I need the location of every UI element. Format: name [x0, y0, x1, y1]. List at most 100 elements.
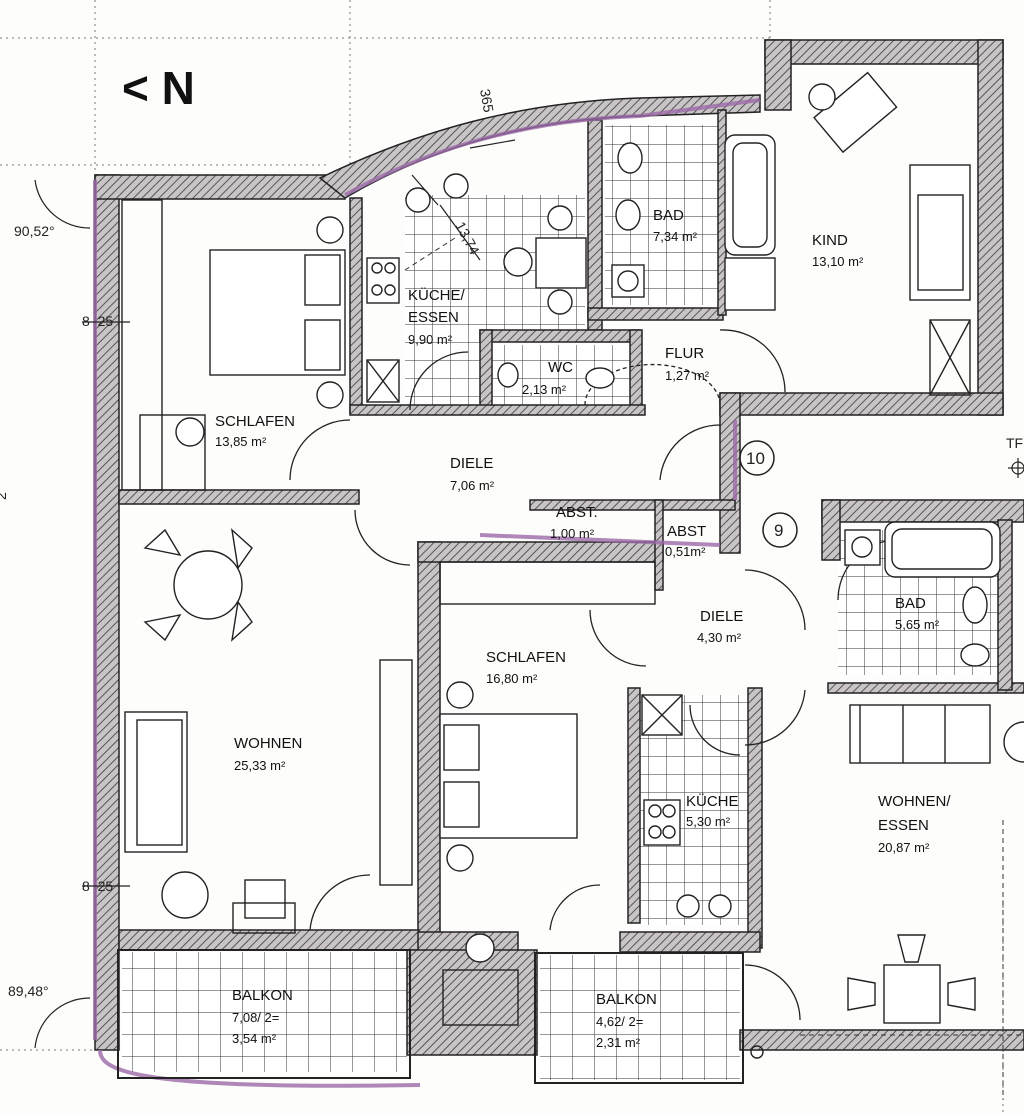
angle-top-label: 90,52° [14, 223, 55, 239]
room-diele1-area: 7,06 m² [450, 478, 495, 493]
wall-bad2-bottom [827, 682, 1024, 694]
room-schlafen2-name: SCHLAFEN [486, 649, 566, 666]
room-balkon2-area2: 2,31 m² [596, 1035, 641, 1050]
wall-bad2-right [997, 519, 1013, 691]
wall-kind-right [977, 39, 1004, 416]
room-wohnen1-area: 25,33 m² [234, 758, 286, 773]
room-flur-name: FLUR [665, 345, 704, 362]
room-wohnen1-name: WOHNEN [234, 735, 302, 752]
room-kueche1-name1: KÜCHE/ [408, 286, 466, 304]
room-abst1-name: ABST. [556, 504, 598, 521]
room-wohnen2-name1: WOHNEN/ [878, 793, 951, 810]
wardrobe-schlafen2 [439, 561, 656, 605]
bed-schlafen2 [439, 713, 578, 839]
wall-schlafen1-right [349, 197, 363, 414]
walls [94, 39, 1024, 1056]
offset-bottom-label: 8 25 [82, 878, 113, 894]
room-bad2-name: BAD [895, 595, 926, 612]
wall-abst2-left [654, 499, 664, 591]
room-abst1-area: 1,00 m² [550, 526, 595, 541]
room-schlafen2-area: 16,80 m² [486, 671, 538, 686]
room-abst2-area: 0,51m² [665, 544, 706, 559]
wall-wc-left [479, 329, 493, 413]
room-labels: SCHLAFEN 13,85 m² KÜCHE/ ESSEN 9,90 m² B… [215, 207, 951, 1050]
sofa-wohnen1 [124, 711, 188, 853]
wall-kitchen-bottom [349, 404, 646, 416]
wall-bad1-bottom [587, 307, 724, 321]
unit-number-9-circle [762, 512, 798, 548]
angle-bottom-label: 89,48° [8, 983, 49, 999]
balkon2-tiles [540, 955, 740, 1080]
wall-thickness-label: 365 [477, 88, 497, 114]
bathtub-bad1 [724, 134, 776, 256]
wall-wc-top [479, 329, 641, 343]
wall-top-left [94, 174, 346, 200]
furniture [121, 71, 1024, 1059]
wall-schlafen2-top [417, 541, 664, 563]
bathtub-bad2 [884, 521, 1001, 578]
dining-table-wohnen1 [173, 550, 243, 620]
sofa-wohnen2 [849, 704, 991, 764]
wall-bad2-left [821, 499, 841, 561]
wall-right-lower [739, 1029, 1024, 1051]
wall-flur-bottom [719, 392, 1004, 416]
wall-kind-top [764, 39, 1004, 65]
edge-fragment-label: 2 [0, 492, 9, 500]
desk-kind [813, 71, 898, 154]
room-balkon1-area1: 7,08/ 2= [232, 1010, 279, 1025]
wall-wc-right [629, 329, 643, 413]
wall-left-outer [94, 174, 120, 1051]
bed-kind [909, 164, 971, 301]
room-abst2-name: ABST [667, 523, 706, 540]
room-wohnen2-name2: ESSEN [878, 817, 929, 834]
wall-kitchen-bad [587, 119, 603, 331]
room-kueche1-name2: ESSEN [408, 309, 459, 326]
room-wohnen2-area: 20,87 m² [878, 840, 930, 855]
wall-kueche2-right [747, 687, 763, 949]
offset-top-label: 8 25 [82, 313, 113, 329]
wall-kueche2-left [627, 687, 641, 924]
room-balkon1-name: BALKON [232, 987, 293, 1004]
shower-bad1 [724, 257, 776, 311]
room-kind-area: 13,10 m² [812, 254, 864, 269]
unit-number-10: 10 [746, 449, 765, 468]
wall-schlafen1-bottom [118, 489, 360, 505]
unit-number-9: 9 [774, 521, 783, 540]
unit-number-10-circle [739, 440, 775, 476]
dashed-lines [404, 237, 1024, 1100]
wall-kind-left [764, 39, 792, 111]
room-kueche2-name: KÜCHE [686, 792, 739, 810]
dimension-marks [34, 139, 516, 1049]
room-diele1-name: DIELE [450, 455, 493, 472]
room-wc-name: WC [548, 359, 573, 376]
room-balkon1-area2: 3,54 m² [232, 1031, 277, 1046]
room-bad1-area: 7,34 m² [653, 229, 698, 244]
wall-schlafen2-bottom-b [619, 931, 761, 953]
room-schlafen1-name: SCHLAFEN [215, 413, 295, 430]
room-bad2-area: 5,65 m² [895, 617, 940, 632]
wardrobe-schlafen1 [121, 199, 163, 491]
room-bad1-name: BAD [653, 207, 684, 224]
highlight-strokes [93, 98, 761, 1088]
doors [289, 329, 899, 1021]
room-balkon2-name: BALKON [596, 991, 657, 1008]
room-flur-area: 1,27 m² [665, 368, 710, 383]
room-wc-area: 2,13 m² [522, 382, 567, 397]
shelf-wohnen1 [379, 659, 413, 886]
room-kueche1-area: 9,90 m² [408, 332, 453, 347]
room-schlafen1-area: 13,85 m² [215, 434, 267, 449]
room-kind-name: KIND [812, 232, 848, 249]
tf-fragment-label: TF [1006, 435, 1023, 451]
bed-schlafen1 [209, 249, 346, 376]
room-diele2-area: 4,30 m² [697, 630, 742, 645]
wall-balkon-divider [406, 949, 538, 1056]
table-kueche1 [535, 237, 587, 289]
balkon1-tiles [122, 952, 407, 1072]
wall-bad2-top [821, 499, 1024, 523]
stove-kueche2 [643, 799, 681, 846]
north-indicator: < N [122, 62, 195, 114]
room-kueche2-area: 5,30 m² [686, 814, 731, 829]
room-diele2-name: DIELE [700, 608, 743, 625]
